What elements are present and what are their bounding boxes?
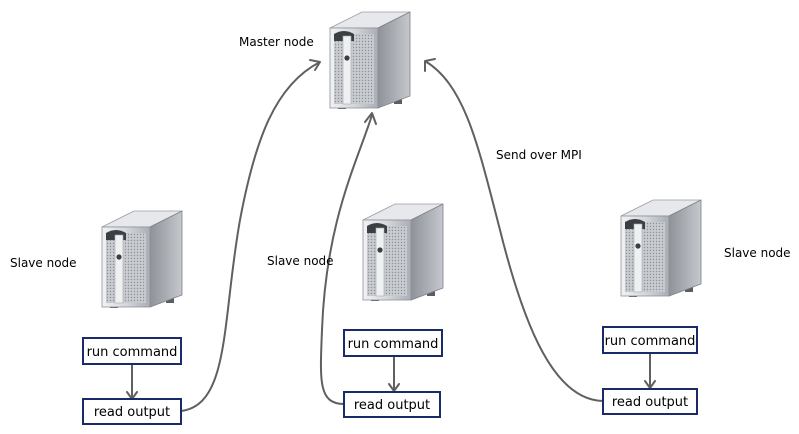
run-command-box: run command	[602, 326, 698, 354]
read-output-label: read output	[612, 395, 688, 410]
slave-node-right: Slave node run command read output	[602, 199, 791, 415]
run-command-box: run command	[343, 329, 443, 357]
read-output-label: read output	[354, 398, 430, 413]
server-tower-icon	[362, 203, 444, 302]
slave-node-label: Slave node	[267, 254, 334, 268]
master-node-label: Master node	[239, 35, 314, 49]
edge-left-to-master	[180, 61, 321, 412]
slave-node-center: Slave node run command read output	[267, 203, 444, 418]
server-tower-icon	[329, 11, 411, 110]
read-output-box: read output	[343, 391, 441, 418]
read-output-label: read output	[94, 405, 170, 420]
run-command-label: run command	[348, 337, 439, 352]
slave-node-label: Slave node	[10, 256, 77, 270]
slave-node-left: Slave node run command read output	[10, 210, 183, 425]
run-command-label: run command	[87, 345, 178, 360]
edge-right-to-master	[424, 60, 604, 402]
arrowhead-right-to-master	[424, 58, 436, 72]
send-over-mpi-label: Send over MPI	[496, 148, 582, 162]
master-node: Master node	[239, 11, 411, 110]
run-command-label: run command	[605, 334, 696, 349]
arrowhead-center-to-master	[364, 112, 377, 125]
arrowhead-left-to-master	[309, 59, 321, 71]
slave-node-label: Slave node	[724, 246, 791, 260]
run-command-box: run command	[82, 337, 182, 365]
connections	[126, 58, 656, 412]
read-output-box: read output	[602, 388, 698, 415]
read-output-box: read output	[82, 398, 182, 425]
edge-center-to-master	[319, 114, 373, 405]
server-tower-icon	[620, 199, 702, 298]
server-tower-icon	[101, 210, 183, 309]
